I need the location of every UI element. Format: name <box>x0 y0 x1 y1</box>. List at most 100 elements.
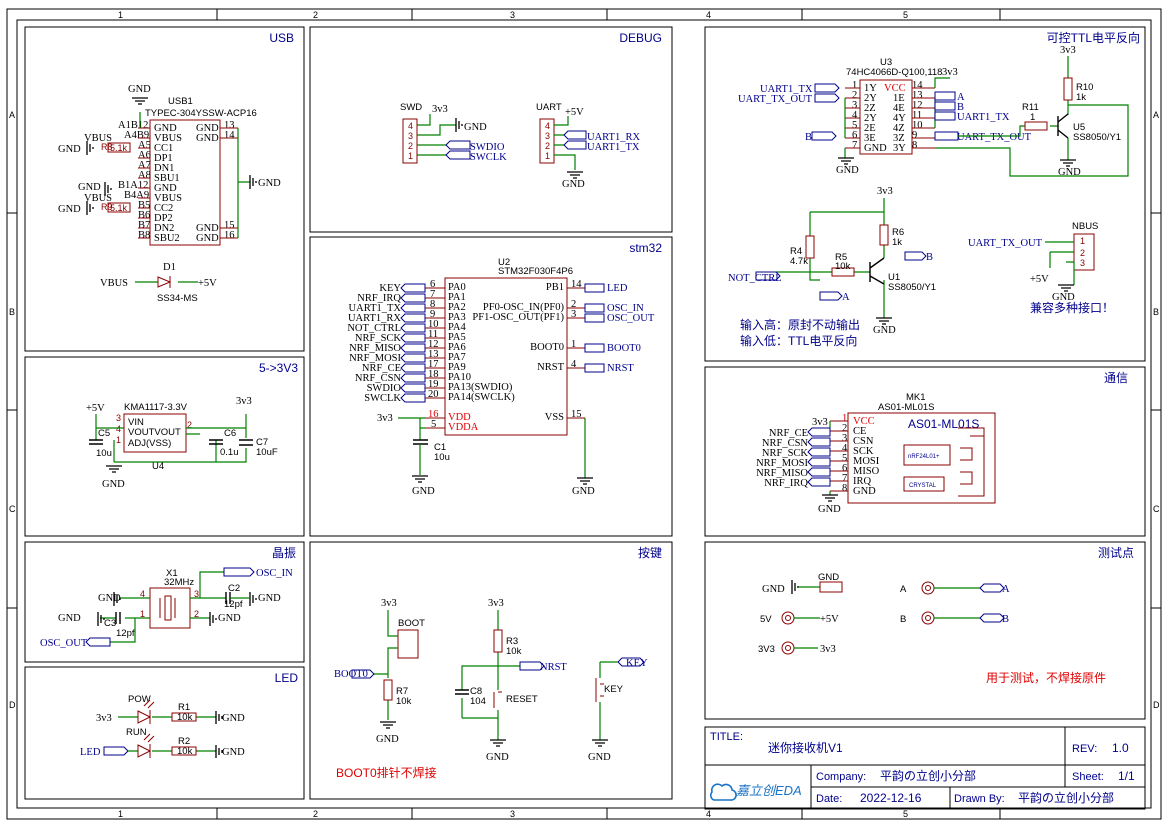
svg-text:NRF_MISO: NRF_MISO <box>756 468 808 479</box>
ruler-left-d: D <box>9 700 16 710</box>
svg-text:2E: 2E <box>864 123 876 134</box>
svg-text:A: A <box>900 584 907 595</box>
svg-text:B4A9: B4A9 <box>124 190 149 201</box>
svg-text:10: 10 <box>912 120 923 131</box>
date-value: 2022-12-16 <box>860 791 922 805</box>
svg-text:2Z: 2Z <box>864 103 876 114</box>
svg-text:4Z: 4Z <box>893 123 905 134</box>
svg-text:1Y: 1Y <box>864 83 877 94</box>
svg-text:GND: GND <box>572 486 595 497</box>
ruler-top-3: 3 <box>510 10 515 20</box>
svg-text:10k: 10k <box>177 712 193 723</box>
svg-text:PA7: PA7 <box>448 352 466 363</box>
svg-text:VBUS: VBUS <box>84 193 112 204</box>
svg-text:用于测试，不焊接原件: 用于测试，不焊接原件 <box>986 670 1106 685</box>
svg-text:输入高：原封不动输出: 输入高：原封不动输出 <box>740 317 860 332</box>
svg-text:B8: B8 <box>138 230 150 241</box>
svg-text:ADJ(VSS): ADJ(VSS) <box>128 438 171 449</box>
svg-text:兼容多种接口！: 兼容多种接口！ <box>1030 300 1114 315</box>
svg-text:NRF_CE: NRF_CE <box>769 428 808 439</box>
svg-text:UART1_TX: UART1_TX <box>760 84 813 95</box>
svg-text:NRF_MOSI: NRF_MOSI <box>756 458 808 469</box>
svg-text:2: 2 <box>408 141 413 151</box>
reset-circuit: 3v3 R3 10k NRST C8 104 RESET GND <box>455 598 567 763</box>
svg-text:32MHz: 32MHz <box>164 577 194 588</box>
svg-text:OSC_OUT: OSC_OUT <box>40 638 88 649</box>
svg-text:MK1: MK1 <box>906 392 926 403</box>
ruler-top-4: 4 <box>706 10 711 20</box>
svg-text:POW: POW <box>128 694 151 705</box>
svg-text:4Y: 4Y <box>893 113 906 124</box>
svg-text:B7: B7 <box>138 220 150 231</box>
svg-text:12: 12 <box>912 100 923 111</box>
svg-text:CE: CE <box>853 426 866 437</box>
svg-text:1k: 1k <box>892 237 902 248</box>
svg-text:4: 4 <box>842 443 848 454</box>
key-button: KEY KEY GND <box>588 657 648 763</box>
svg-text:PF0-OSC_IN(PF0): PF0-OSC_IN(PF0) <box>483 302 565 313</box>
svg-text:SBU2: SBU2 <box>154 233 180 244</box>
svg-text:+5V: +5V <box>86 403 105 414</box>
svg-text:A: A <box>957 92 965 103</box>
svg-text:13: 13 <box>224 120 235 131</box>
svg-text:18: 18 <box>428 369 439 380</box>
ruler-left-b: B <box>9 307 15 317</box>
svg-text:GND: GND <box>818 572 839 583</box>
svg-text:15: 15 <box>224 220 235 231</box>
svg-text:5: 5 <box>431 419 436 430</box>
svg-text:PA6: PA6 <box>448 342 466 353</box>
svg-text:A: A <box>1002 584 1010 595</box>
svg-text:PB1: PB1 <box>546 282 564 293</box>
svg-text:AS01-ML01S: AS01-ML01S <box>908 417 979 431</box>
svg-text:C6: C6 <box>224 428 236 439</box>
svg-text:9: 9 <box>430 309 435 320</box>
svg-text:3: 3 <box>842 433 847 444</box>
svg-text:4.7k: 4.7k <box>790 256 808 267</box>
svg-text:10u: 10u <box>96 448 112 459</box>
ldo-title: 5->3V3 <box>259 361 298 375</box>
svg-text:4: 4 <box>140 589 145 599</box>
svg-text:4: 4 <box>116 424 121 434</box>
boot-header: 3v3 BOOT BOOT0 R7 10k GND BOOT0排针不焊接 <box>334 598 437 780</box>
svg-text:7: 7 <box>852 140 857 151</box>
svg-text:NRF_CE: NRF_CE <box>362 363 401 374</box>
svg-text:8: 8 <box>842 483 847 494</box>
ruler-top-1: 1 <box>118 10 123 20</box>
date-label: Date: <box>816 793 842 805</box>
svg-text:1: 1 <box>1030 112 1035 123</box>
svg-text:UART1_TX: UART1_TX <box>957 112 1010 123</box>
svg-text:GND: GND <box>853 486 876 497</box>
svg-text:NRF_SCK: NRF_SCK <box>762 448 809 459</box>
svg-text:GND: GND <box>562 179 585 190</box>
svg-text:NRF_IRQ: NRF_IRQ <box>357 293 401 304</box>
svg-text:GND: GND <box>218 613 241 624</box>
svg-text:10u: 10u <box>434 452 450 463</box>
svg-text:PA9: PA9 <box>448 362 466 373</box>
svg-text:U1: U1 <box>888 272 900 283</box>
svg-text:GND: GND <box>873 325 896 336</box>
cloud-logo-icon <box>709 783 737 801</box>
svg-text:R8: R8 <box>101 142 113 152</box>
svg-text:BOOT0: BOOT0 <box>334 669 368 680</box>
svg-text:PA0: PA0 <box>448 282 466 293</box>
ruler-right-b: B <box>1153 307 1159 317</box>
svg-text:2: 2 <box>194 609 199 619</box>
svg-text:5.1k: 5.1k <box>110 143 128 153</box>
svg-text:3Z: 3Z <box>893 133 905 144</box>
svg-text:DP1: DP1 <box>154 153 173 164</box>
svg-text:16: 16 <box>224 230 235 241</box>
ruler-left-a: A <box>9 110 15 120</box>
svg-text:BOOT0: BOOT0 <box>530 342 564 353</box>
svg-text:GND: GND <box>376 734 399 745</box>
svg-text:3v3: 3v3 <box>942 67 958 78</box>
svg-text:UART_TX_OUT: UART_TX_OUT <box>957 132 1032 143</box>
svg-text:PA10: PA10 <box>448 372 471 383</box>
svg-text:UART1_TX: UART1_TX <box>587 142 640 153</box>
svg-text:B1A12: B1A12 <box>118 180 148 191</box>
svg-text:VIN: VIN <box>128 417 144 428</box>
svg-text:R3: R3 <box>506 636 518 647</box>
svg-text:3: 3 <box>194 589 199 599</box>
svg-text:6: 6 <box>852 130 857 141</box>
svg-text:2Y: 2Y <box>864 113 877 124</box>
